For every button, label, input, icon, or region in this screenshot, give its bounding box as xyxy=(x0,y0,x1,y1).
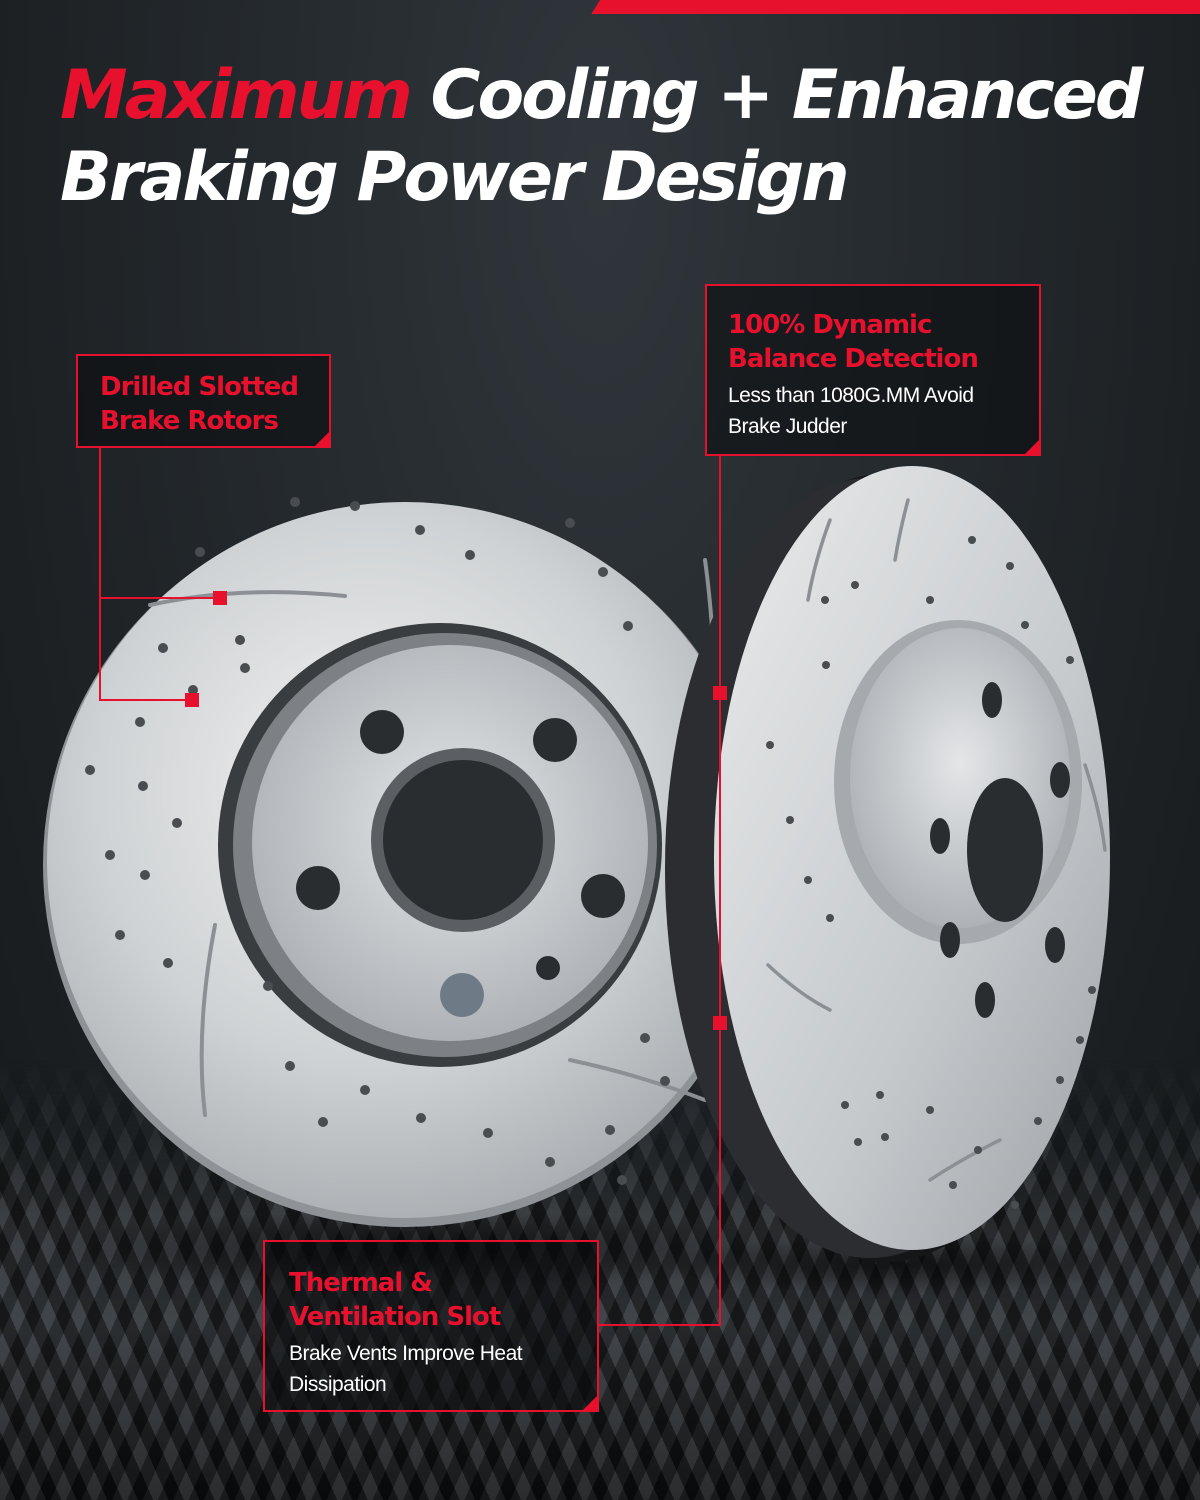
callout-desc-line1: Less than 1080G.MM Avoid xyxy=(728,384,974,407)
callout-dynamic-balance: 100% Dynamic Balance Detection Less than… xyxy=(705,284,1041,456)
callout-corner-notch xyxy=(313,430,331,448)
callout-title: Thermal & Ventilation Slot xyxy=(289,1266,597,1334)
headline-accent: Maximum xyxy=(60,56,413,135)
callout-description: Less than 1080G.MM Avoid Brake Judder xyxy=(728,380,1039,442)
callout-thermal-ventilation: Thermal & Ventilation Slot Brake Vents I… xyxy=(263,1240,599,1412)
callout-desc-line2: Brake Judder xyxy=(728,415,847,438)
drilled-holes-right xyxy=(766,536,1096,1209)
callout-title-line1: 100% Dynamic xyxy=(728,310,932,340)
headline-line2: Braking Power Design xyxy=(60,138,850,217)
callout-title-line2: Ventilation Slot xyxy=(289,1302,501,1332)
callout-corner-notch xyxy=(581,1394,599,1412)
callout-title: 100% Dynamic Balance Detection xyxy=(728,308,1039,376)
callout-title-line2: Brake Rotors xyxy=(100,406,279,436)
headline-line1-rest: Cooling + Enhanced xyxy=(409,56,1144,135)
callout-title-line1: Thermal & xyxy=(289,1268,433,1298)
headline: Maximum Cooling + Enhanced Braking Power… xyxy=(60,55,1170,219)
callout-description: Brake Vents Improve Heat Dissipation xyxy=(289,1338,597,1400)
callout-desc-line2: Dissipation xyxy=(289,1373,387,1396)
callout-desc-line1: Brake Vents Improve Heat xyxy=(289,1342,523,1365)
callout-title-line2: Balance Detection xyxy=(728,344,979,374)
left-rotor xyxy=(43,497,767,1227)
right-rotor xyxy=(665,466,1110,1262)
callout-title: Drilled Slotted Brake Rotors xyxy=(100,370,329,438)
callout-drilled-slotted: Drilled Slotted Brake Rotors xyxy=(76,354,331,448)
callout-title-line1: Drilled Slotted xyxy=(100,372,299,402)
callout-corner-notch xyxy=(1023,438,1041,456)
